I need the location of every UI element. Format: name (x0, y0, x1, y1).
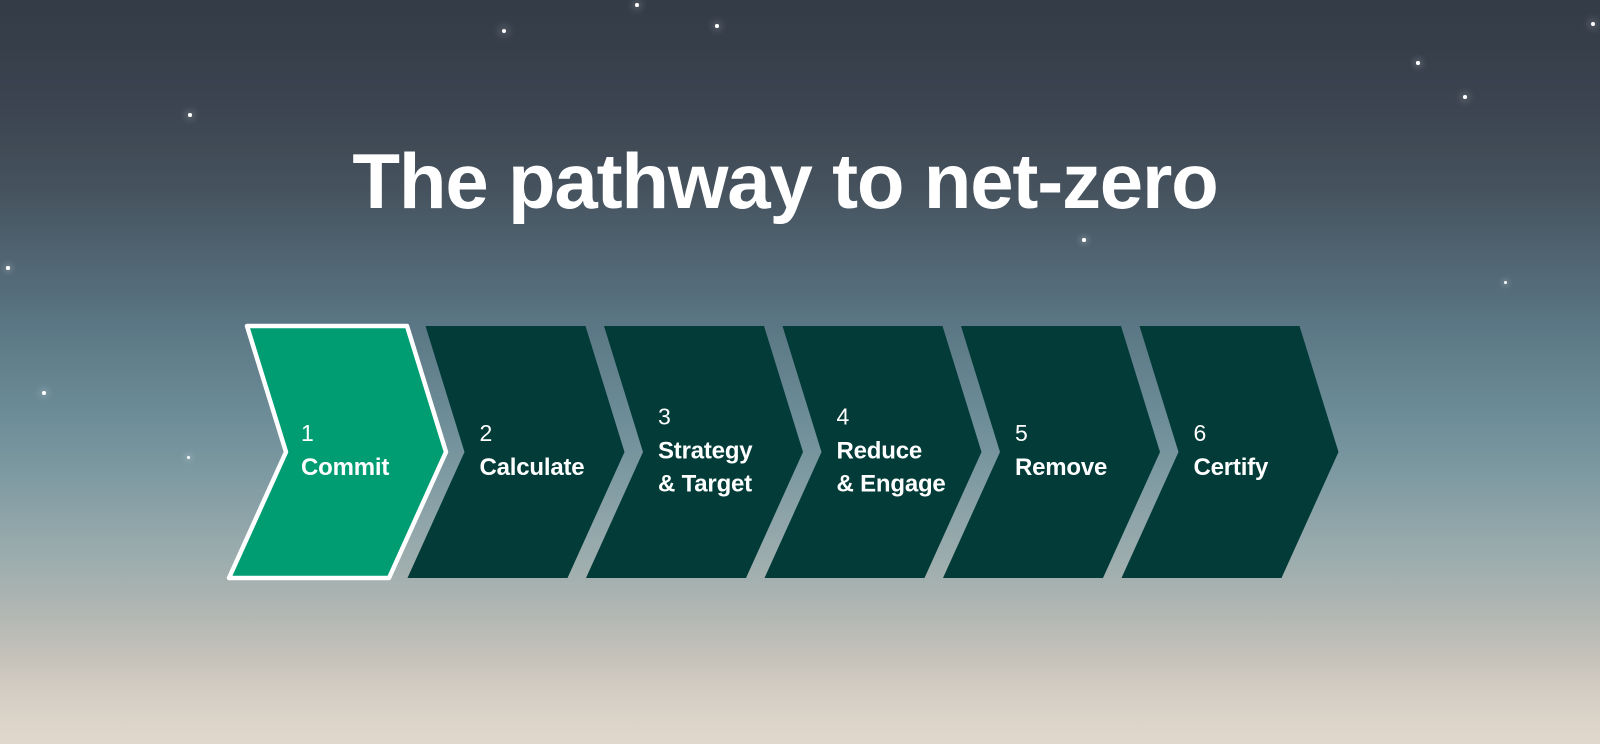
step-number: 2 (480, 420, 493, 446)
step-label: Reduce (837, 438, 923, 465)
step-number: 1 (301, 420, 314, 446)
step-label: Calculate (480, 454, 585, 481)
step-chevron-shape (943, 326, 1160, 578)
step-chevron-shape (764, 326, 982, 578)
step-number: 3 (658, 404, 671, 430)
step-label: Strategy (658, 438, 753, 465)
step-chevron-shape (407, 326, 625, 578)
step-chevron-shape (586, 326, 803, 578)
step-label: Remove (1015, 454, 1107, 481)
step-number: 5 (1015, 420, 1028, 446)
step-label: Commit (301, 454, 389, 481)
step-number: 6 (1194, 420, 1207, 446)
step-label: & Target (658, 471, 752, 498)
step-number: 4 (837, 404, 850, 430)
step-chevron-shape (226, 323, 449, 581)
step-chevron-shape (1121, 326, 1339, 578)
step-label: & Engage (837, 471, 946, 498)
step-label: Certify (1194, 454, 1269, 481)
page-title: The pathway to net-zero (352, 137, 1218, 225)
title-container: The pathway to net-zero (0, 142, 1570, 220)
